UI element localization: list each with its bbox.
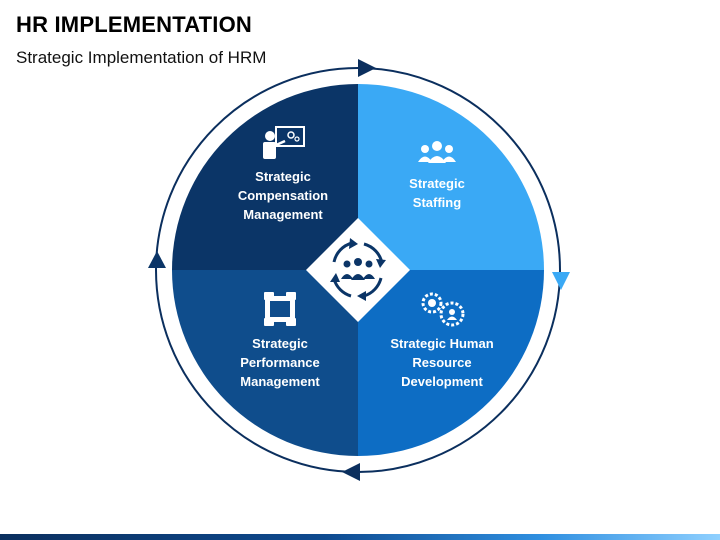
gears-person-icon [421, 292, 465, 327]
label-performance: Strategic Performance Management [240, 336, 320, 389]
quadrant-development [358, 270, 544, 456]
label-compensation: Strategic Compensation Management [237, 169, 329, 222]
arrow-right-icon [358, 59, 376, 77]
handshake-loop-icon [264, 292, 296, 326]
presentation-icon [263, 126, 305, 159]
quadrant-staffing [358, 84, 544, 270]
center-diamond [306, 218, 410, 322]
page-subtitle: Strategic Implementation of HRM [16, 48, 267, 67]
bottom-accent-bar [0, 534, 720, 540]
team-icon [418, 141, 456, 163]
label-development: Strategic Human Resource Development [390, 336, 494, 389]
arrow-up-icon [148, 251, 166, 268]
page-title: HR IMPLEMENTATION [16, 12, 253, 37]
arrow-left-icon [342, 463, 360, 481]
quadrant-compensation [172, 84, 358, 270]
quadrant-performance [172, 270, 358, 456]
team-cycle-icon [330, 238, 386, 301]
arrow-down-icon [552, 272, 570, 290]
label-staffing: Strategic Staffing [409, 176, 465, 210]
